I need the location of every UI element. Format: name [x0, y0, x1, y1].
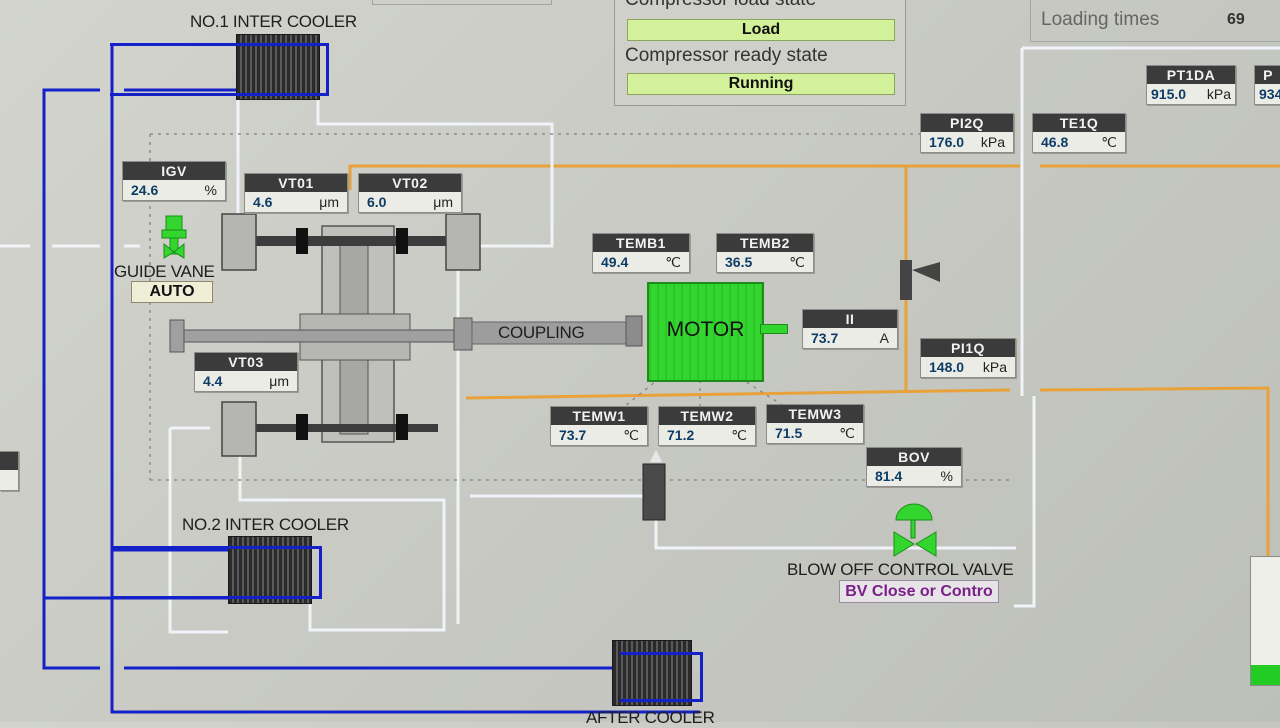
- ready-state-label: Compressor ready state: [625, 45, 828, 66]
- tag-igv[interactable]: IGV 24.6%: [122, 161, 226, 201]
- blow-off-valve-symbol: [893, 503, 937, 557]
- tag-vt01[interactable]: VT01 4.6 μm: [244, 173, 348, 213]
- tag-unit: %: [940, 468, 953, 484]
- tag-name: PT1DA: [1147, 66, 1235, 84]
- tag-value: 46.8: [1041, 134, 1069, 150]
- level-gauge: [1250, 556, 1280, 686]
- tag-name: TEMW1: [551, 407, 647, 425]
- tag-value: 176.0: [929, 134, 965, 150]
- motor[interactable]: MOTOR: [647, 282, 764, 382]
- after-cooler: [612, 640, 692, 706]
- tag-value: 6.0: [367, 194, 387, 210]
- tag-pi1q[interactable]: PI1Q 148.0 kPa: [920, 338, 1016, 378]
- cooling-water-lines: [42, 46, 700, 714]
- inlet-arrow: [650, 450, 662, 462]
- tag-value: 4.6: [253, 194, 273, 210]
- tag-pi2q[interactable]: PI2Q 176.0 kPa: [920, 113, 1014, 153]
- inter-cooler-1-label: NO.1 INTER COOLER: [190, 12, 357, 31]
- tag-name: PI2Q: [921, 114, 1013, 132]
- tag-name: P: [1255, 66, 1280, 84]
- tag-unit: μm: [269, 373, 289, 389]
- tag-pt1da[interactable]: PT1DA 915.0 kPa: [1146, 65, 1236, 105]
- tag-value: 81.4: [875, 468, 903, 484]
- coupling-label: COUPLING: [498, 323, 585, 342]
- compressor-stages: [221, 213, 481, 457]
- tag-name: TEMB2: [717, 234, 813, 252]
- tag-bov[interactable]: BOV 81.4%: [866, 447, 962, 487]
- tag-temw2[interactable]: TEMW2 71.2 ℃: [658, 406, 756, 446]
- tag-unit: %: [204, 182, 217, 198]
- tag-value: 24.6: [131, 182, 159, 198]
- tag-name: IGV: [123, 162, 225, 180]
- tag-name: TEMW2: [659, 407, 755, 425]
- loading-times-label: Loading times: [1041, 9, 1160, 30]
- ready-state-value: Running: [627, 73, 895, 95]
- tag-unit: kPa: [1206, 86, 1231, 102]
- tag-value: 73.7: [811, 330, 839, 346]
- tag-name: VT02: [359, 174, 461, 192]
- tag-value: 36.5: [725, 254, 753, 270]
- compressor-state-panel: Compressor load state Load Compressor re…: [614, 0, 906, 106]
- tag-value: 71.2: [667, 427, 695, 443]
- tag-vt02[interactable]: VT02 6.0 μm: [358, 173, 462, 213]
- tag-unit: ℃: [839, 425, 855, 441]
- tag-temw3[interactable]: TEMW3 71.5 ℃: [766, 404, 864, 444]
- tag-value: 4.4: [203, 373, 223, 389]
- tag-name: VT01: [245, 174, 347, 192]
- tag-partial-right[interactable]: P 934: [1254, 65, 1280, 105]
- tag-unit: ℃: [665, 254, 681, 270]
- tag-value: 915.0: [1151, 86, 1187, 102]
- inter-cooler-2-label: NO.2 INTER COOLER: [182, 515, 349, 534]
- load-state-label: Compressor load state: [625, 0, 816, 11]
- tag-name: PI1Q: [921, 339, 1015, 357]
- guide-vane-actuator: [161, 215, 187, 259]
- after-cooler-label: AFTER COOLER: [586, 708, 715, 727]
- tag-unit: ℃: [1101, 134, 1117, 150]
- top-panel-edge: [372, 0, 552, 5]
- after-cooler-water: [620, 652, 703, 702]
- inter-cooler-2-water: [112, 546, 322, 599]
- tag-te1q[interactable]: TE1Q 46.8 ℃: [1032, 113, 1126, 153]
- load-state-value: Load: [627, 19, 895, 41]
- inlet-tube: [642, 463, 666, 521]
- tag-value: 71.5: [775, 425, 803, 441]
- tag-name: II: [803, 310, 897, 328]
- tag-unit: ℃: [731, 427, 747, 443]
- tag-unit: μm: [319, 194, 339, 210]
- bv-mode-button[interactable]: BV Close or Contro: [839, 580, 999, 603]
- loading-times-panel: Loading times 69: [1030, 0, 1280, 42]
- air-lines: [0, 46, 1280, 634]
- tag-unit: ℃: [623, 427, 639, 443]
- tag-name: TEMB1: [593, 234, 689, 252]
- tag-ii[interactable]: II 73.7 A: [802, 309, 898, 349]
- tag-vt03[interactable]: VT03 4.4 μm: [194, 352, 298, 392]
- tag-temb1[interactable]: TEMB1 49.4 ℃: [592, 233, 690, 273]
- tag-name: VT03: [195, 353, 297, 371]
- tag-temw1[interactable]: TEMW1 73.7 ℃: [550, 406, 648, 446]
- oil-valve: [900, 260, 940, 300]
- loading-times-value: 69: [1227, 11, 1245, 28]
- tag-partial-left[interactable]: [0, 451, 19, 491]
- tag-value: 49.4: [601, 254, 629, 270]
- tag-value: 148.0: [929, 359, 965, 375]
- gearbox: [169, 225, 643, 443]
- tag-name: TE1Q: [1033, 114, 1125, 132]
- guide-vane-label: GUIDE VANE: [114, 262, 215, 281]
- tag-temb2[interactable]: TEMB2 36.5 ℃: [716, 233, 814, 273]
- tag-unit: ℃: [789, 254, 805, 270]
- tag-unit: kPa: [980, 134, 1005, 150]
- tag-unit: kPa: [982, 359, 1007, 375]
- inter-cooler-1-water: [110, 43, 329, 96]
- tag-unit: A: [879, 330, 889, 346]
- motor-shaft: [760, 324, 788, 334]
- tag-name: BOV: [867, 448, 961, 466]
- guide-vane-auto-button[interactable]: AUTO: [131, 281, 213, 303]
- tag-value: 934: [1259, 86, 1280, 102]
- level-gauge-fill: [1251, 664, 1280, 685]
- tag-value: 73.7: [559, 427, 587, 443]
- tag-unit: μm: [433, 194, 453, 210]
- tag-name: TEMW3: [767, 405, 863, 423]
- blow-off-valve-label: BLOW OFF CONTROL VALVE: [787, 560, 1014, 579]
